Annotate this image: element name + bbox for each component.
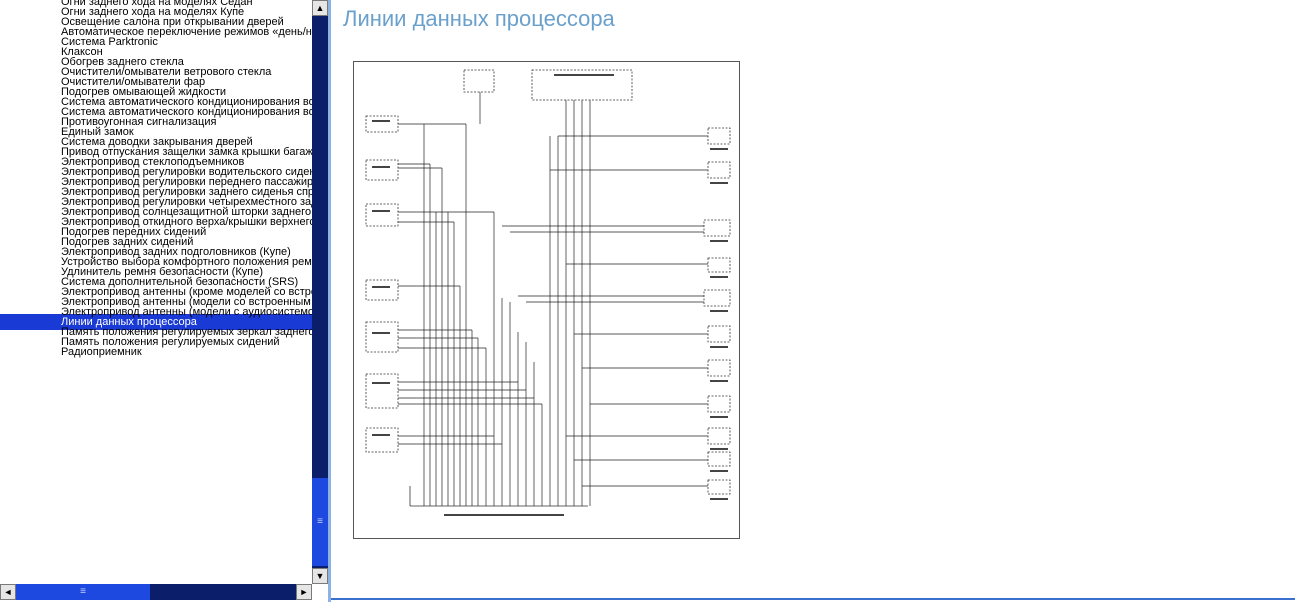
sidebar-item[interactable]: Обогрев заднего стекла (61, 56, 184, 68)
sidebar-item[interactable]: Огни заднего хода на моделях Седан (61, 0, 253, 8)
sidebar-item[interactable]: Система автоматического кондиционировани… (61, 96, 312, 108)
sidebar-item[interactable]: Электропривод антенны (модели со встроен… (61, 296, 312, 308)
sidebar-item[interactable]: Очистители/омыватели ветрового стекла (61, 66, 272, 78)
sidebar-item[interactable]: Память положения регулируемых зеркал зад… (61, 326, 312, 338)
sidebar-item[interactable]: Подогрев задних сидений (61, 236, 194, 248)
sidebar-item[interactable]: Электропривод откидного верха/крышки вер… (61, 216, 312, 228)
sidebar-item[interactable]: Очистители/омыватели фар (61, 76, 206, 88)
pane-splitter[interactable] (328, 0, 331, 602)
chevron-up-icon: ▲ (315, 3, 325, 13)
vertical-scroll-thumb[interactable]: ≡ (312, 478, 328, 566)
grip-icon: ≡ (80, 586, 86, 597)
sidebar-item[interactable]: Электропривод регулировки четырехместног… (61, 196, 312, 208)
sidebar-item[interactable]: Клаксон (61, 46, 103, 58)
sidebar-item[interactable]: Автоматическое переключение режимов «ден… (61, 26, 312, 38)
sidebar-item[interactable]: Система дополнительной безопасности (SRS… (61, 276, 299, 288)
sidebar-item[interactable]: Электропривод солнцезащитной шторки задн… (61, 206, 312, 218)
sidebar-item[interactable]: Система доводки закрывания дверей (61, 136, 253, 148)
chevron-down-icon: ▼ (315, 571, 325, 581)
scroll-right-button[interactable]: ► (296, 584, 312, 600)
sidebar-item[interactable]: Огни заднего хода на моделях Купе (61, 6, 245, 18)
wiring-diagram (353, 61, 740, 539)
wiring-diagram-image (365, 69, 731, 516)
sidebar-item[interactable]: Электропривод стеклоподъемников (61, 156, 245, 168)
bottom-border (331, 598, 1295, 600)
sidebar-item[interactable]: Система автоматического кондиционировани… (61, 106, 312, 118)
sidebar-item[interactable]: Радиоприемник (61, 346, 142, 358)
sidebar-item[interactable]: Система Parktronic (61, 36, 158, 48)
scroll-down-button[interactable]: ▼ (312, 568, 328, 584)
sidebar-item[interactable]: Привод отпускания защелки замка крышки б… (61, 146, 312, 158)
sidebar-item[interactable]: Электропривод регулировки заднего сидень… (61, 186, 312, 198)
vertical-scrollbar[interactable]: ▲ ≡ ▼ (312, 0, 328, 584)
sidebar-item[interactable]: Электропривод регулировки водительского … (61, 166, 312, 178)
sidebar-item[interactable]: Освещение салона при открывании дверей (61, 16, 284, 28)
sidebar-item[interactable]: Электропривод антенны (кроме моделей со … (61, 286, 312, 298)
sidebar-item[interactable]: Память положения регулируемых сидений (61, 336, 280, 348)
sidebar-item[interactable]: Устройство выбора комфортного положения … (61, 256, 312, 268)
sidebar-item[interactable]: Подогрев омывающей жидкости (61, 86, 227, 98)
sidebar-item[interactable]: Противоугонная сигнализация (61, 116, 217, 128)
sidebar-item[interactable]: Электропривод задних подголовников (Купе… (61, 246, 291, 258)
sidebar-item[interactable]: Удлинитель ремня безопасности (Купе) (61, 266, 263, 278)
sidebar-item[interactable]: Электропривод регулировки переднего пасс… (61, 176, 312, 188)
scroll-left-button[interactable]: ◄ (0, 584, 16, 600)
sidebar-item[interactable]: Подогрев передних сидений (61, 226, 207, 238)
chevron-right-icon: ► (299, 587, 309, 597)
sidebar-item[interactable]: Линии данных процессора (0, 314, 312, 330)
scroll-up-button[interactable]: ▲ (312, 0, 328, 16)
chevron-left-icon: ◄ (3, 587, 13, 597)
grip-icon: ≡ (317, 516, 323, 527)
scrollbar-corner (312, 584, 328, 600)
horizontal-scrollbar[interactable]: ◄ ≡ ► (0, 584, 312, 600)
sidebar-item[interactable]: Единый замок (61, 126, 134, 138)
horizontal-scroll-thumb[interactable]: ≡ (16, 584, 150, 600)
page-title: Линии данных процессора (343, 6, 615, 31)
